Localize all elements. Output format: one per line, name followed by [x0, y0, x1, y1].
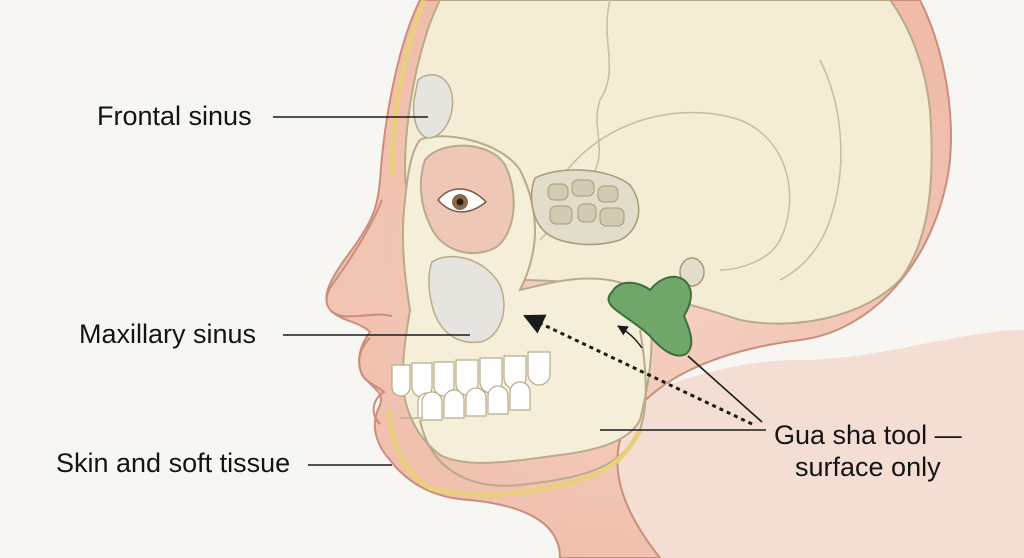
label-gua-sha-line2: surface only: [795, 452, 941, 482]
stroke-direction-arrow: [617, 325, 643, 349]
lips: [358, 337, 386, 425]
label-gua-sha-tool: Gua sha tool — surface only: [774, 419, 962, 483]
mandible: [419, 329, 647, 487]
label-gua-sha-line1: Gua sha tool —: [774, 420, 962, 450]
gua-sha-stone-icon: [607, 275, 693, 357]
maxillary-sinus: [428, 255, 505, 344]
soft-tissue-layer: [385, 409, 643, 498]
label-maxillary-sinus: Maxillary sinus: [79, 319, 257, 349]
forehead-tissue-layer: [389, 0, 427, 176]
pupil: [456, 198, 464, 206]
upper-teeth: [391, 351, 551, 398]
neck-soft-tissue: [520, 330, 1024, 558]
leader-gua-sha-2: [687, 355, 763, 423]
label-skin-soft-tissue: Skin and soft tissue: [56, 448, 291, 478]
dotted-arrow-icon: [523, 314, 753, 426]
lambdoid-suture: [779, 59, 842, 281]
label-frontal-sinus: Frontal sinus: [97, 101, 252, 131]
squamous-suture: [559, 111, 791, 271]
frontal-sinus: [412, 74, 454, 139]
nose: [325, 199, 393, 318]
lower-teeth: [400, 381, 531, 421]
ear-canal: [679, 257, 705, 287]
ethmoid-air-cells: [547, 179, 625, 227]
